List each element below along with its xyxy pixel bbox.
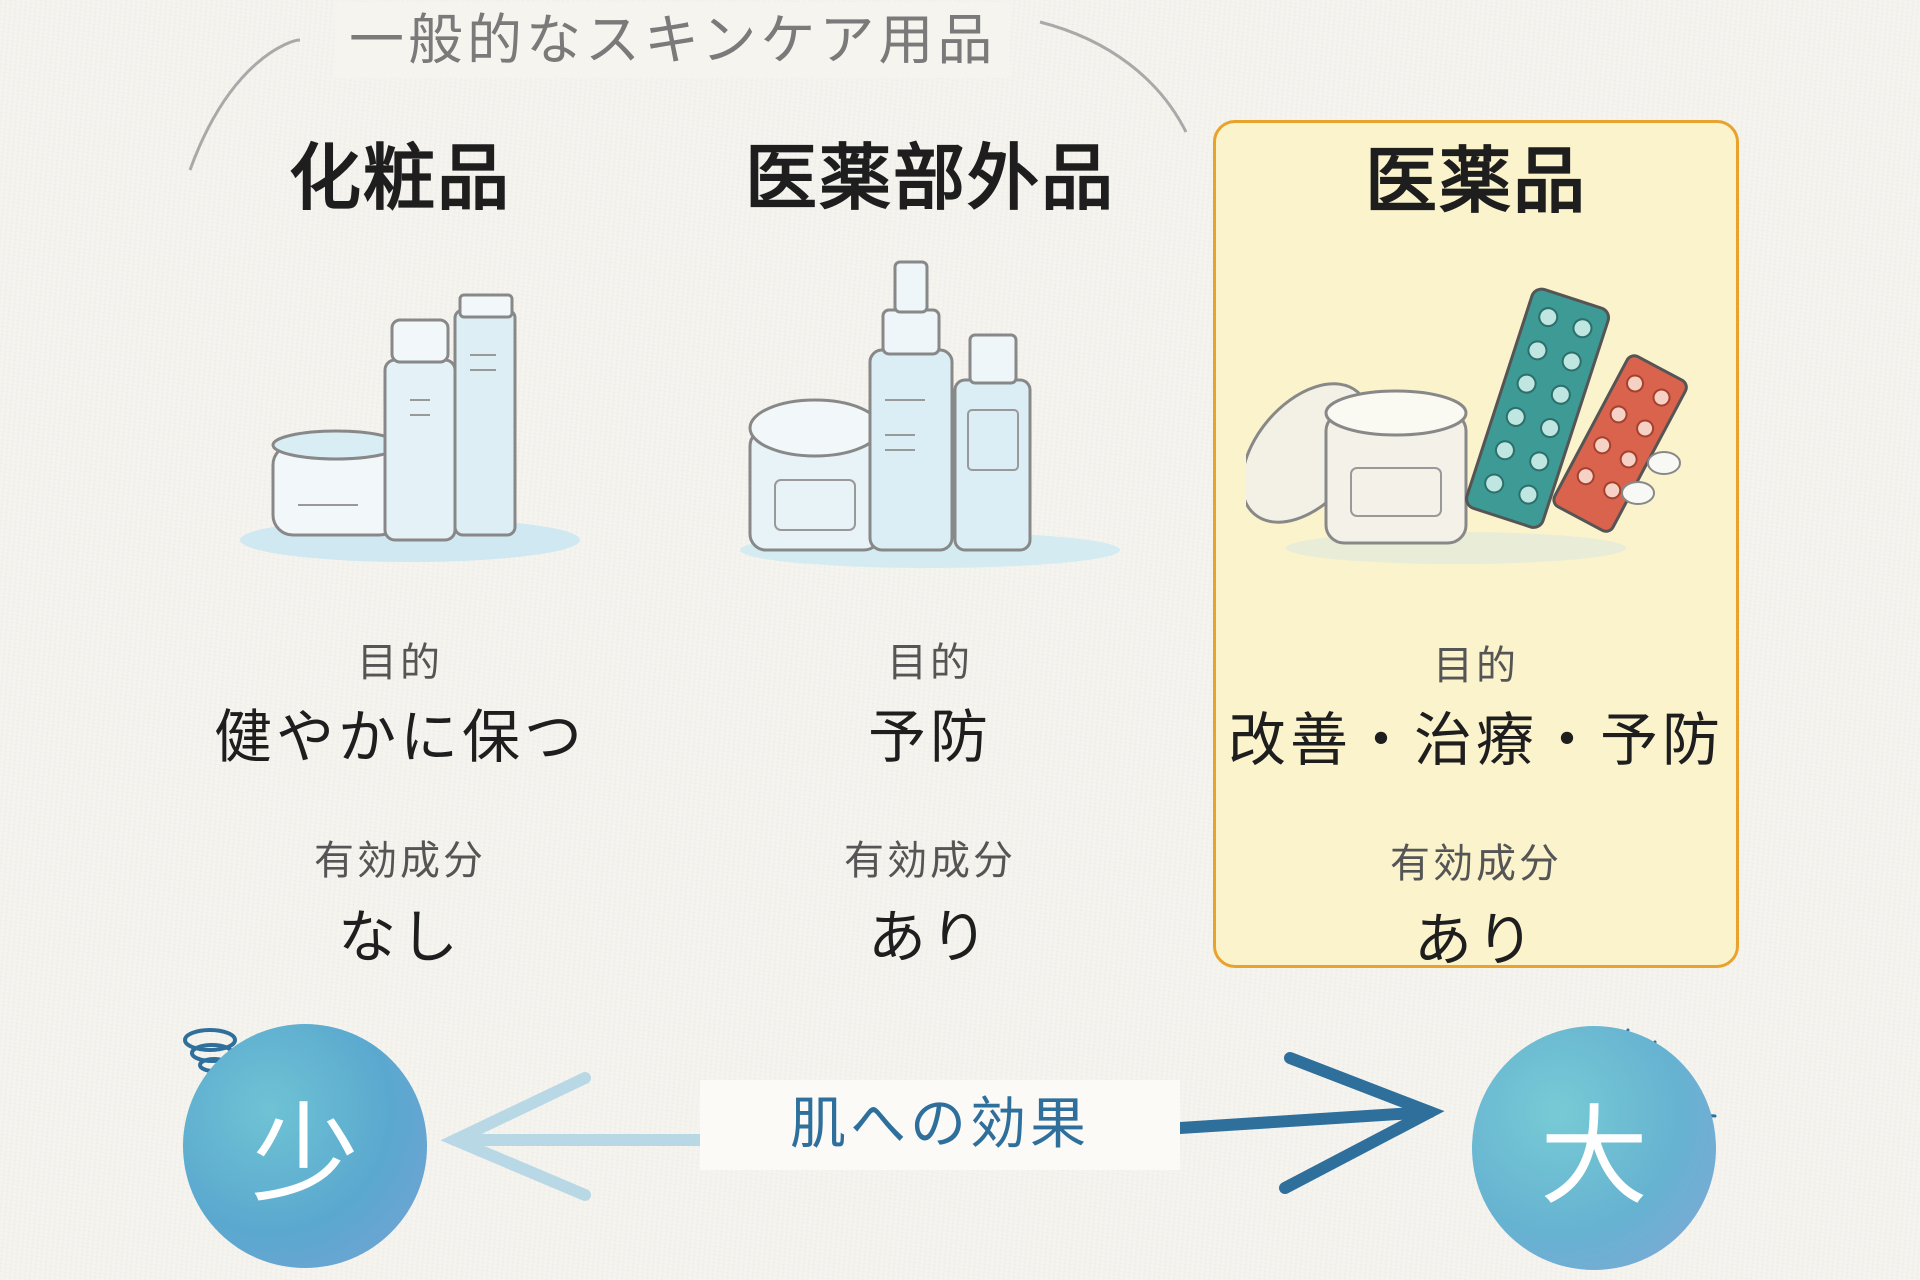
purpose-value: 予防 — [867, 703, 992, 771]
category-card-cosmetics: 化粧品 目的 健やかに保つ 有効成分 なし — [140, 110, 660, 971]
purpose-label: 目的 — [357, 640, 443, 686]
active-ingredient-value: あり — [1413, 906, 1538, 974]
effect-high-indicator: 大 — [1472, 1026, 1716, 1270]
arrow-right-icon — [1174, 1052, 1445, 1194]
category-title: 医薬部外品 — [744, 136, 1115, 220]
group-label: 一般的なスキンケア用品 — [335, 2, 1011, 78]
active-ingredient-label: 有効成分 — [1390, 841, 1562, 887]
category-title: 化粧品 — [288, 136, 511, 220]
active-ingredient-label: 有効成分 — [314, 838, 486, 884]
active-ingredient-value: あり — [867, 903, 992, 971]
active-ingredient-value: なし — [337, 903, 462, 971]
category-card-quasi-drugs: 医薬部外品 目的 予防 有効成分 あり — [670, 110, 1190, 971]
arrow-left-icon — [440, 1072, 706, 1201]
group-bracket-arc — [188, 20, 1188, 171]
purpose-value: 健やかに保つ — [213, 703, 586, 771]
purpose-label: 目的 — [887, 640, 973, 686]
effect-scale-arrows — [183, 1028, 1717, 1201]
category-title: 医薬品 — [1364, 139, 1587, 223]
medicine-pills-icon — [1246, 287, 1688, 564]
category-card-medicines: 医薬品 — [1213, 120, 1739, 974]
cosmetics-jars-icon — [240, 293, 580, 562]
quasi-drug-bottles-icon — [740, 260, 1120, 568]
active-ingredient-label: 有効成分 — [844, 838, 1016, 884]
effect-low-indicator: 少 — [183, 1024, 427, 1268]
purpose-label: 目的 — [1433, 643, 1519, 689]
skin-effect-label: 肌への効果 — [700, 1080, 1180, 1170]
purpose-value: 改善・治療・予防 — [1227, 706, 1724, 774]
